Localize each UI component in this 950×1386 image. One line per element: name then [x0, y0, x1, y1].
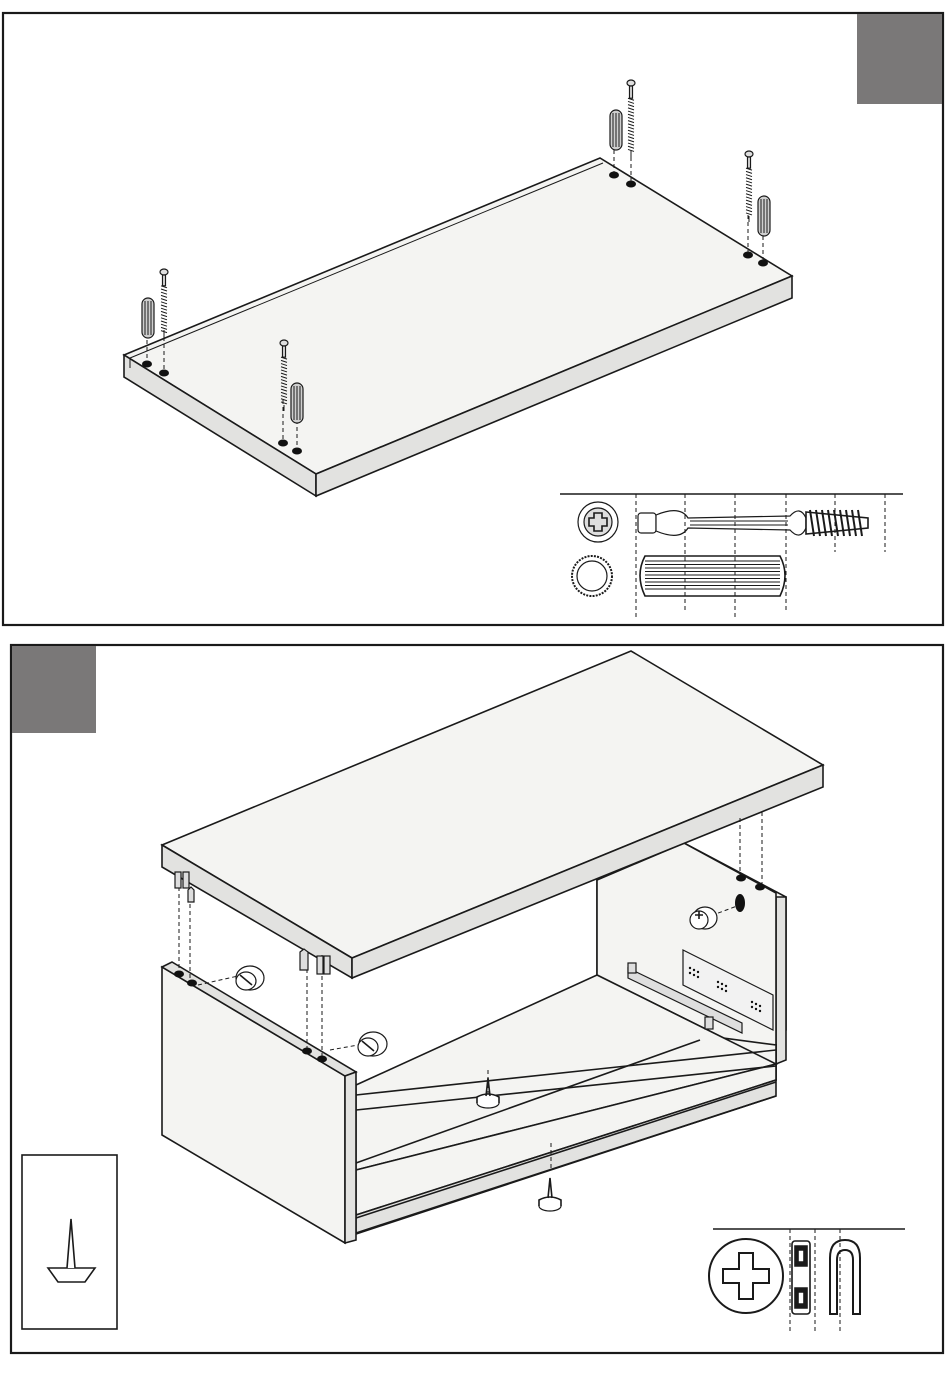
felt-pad-icon: [48, 1219, 95, 1282]
cam-lock: [358, 1032, 387, 1056]
screw-icon: [638, 510, 868, 536]
hardware-legend-top: [560, 494, 903, 618]
screw: [627, 80, 635, 157]
felt-pad: [539, 1178, 561, 1211]
screw: [745, 151, 753, 222]
dowel-icon: [640, 556, 785, 596]
knurled-dowel-end-icon: [572, 556, 612, 596]
cam-clip-icon: [792, 1240, 860, 1314]
cam-lock: [236, 966, 264, 990]
felt-pad-inset: [22, 1155, 117, 1329]
dowel: [758, 196, 770, 236]
screw: [160, 269, 168, 338]
hardware-legend-bottom: [709, 1229, 905, 1333]
dowel: [610, 110, 622, 150]
panel: [124, 158, 792, 496]
step-number-badge: [857, 14, 942, 104]
dowel: [142, 298, 154, 338]
screw-head-icon: [578, 502, 618, 542]
dowel: [291, 383, 303, 423]
cam-head-icon: [709, 1239, 783, 1313]
step-number-badge: [12, 646, 96, 733]
